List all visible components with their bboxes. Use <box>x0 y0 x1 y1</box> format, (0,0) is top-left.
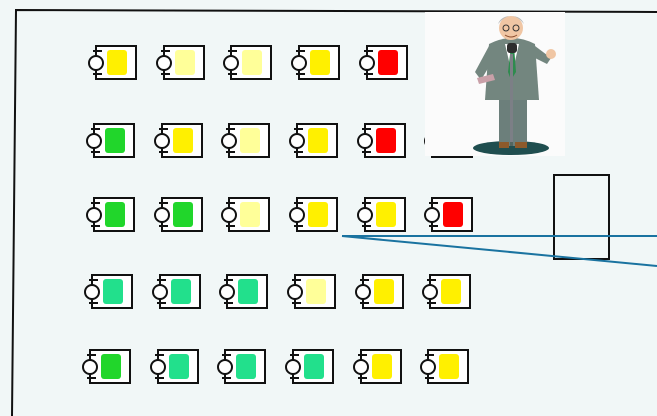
status-fill <box>173 202 193 227</box>
status-fill <box>308 128 328 153</box>
seat-r4-c2 <box>153 275 200 308</box>
chair-icon <box>421 360 435 374</box>
status-fill <box>378 50 398 75</box>
chair-icon <box>358 208 372 222</box>
status-fill <box>238 279 258 304</box>
chair-icon <box>290 208 304 222</box>
chair-icon <box>423 285 437 299</box>
status-fill <box>439 354 459 379</box>
status-fill <box>103 279 123 304</box>
chair-icon <box>157 56 171 70</box>
chair-icon <box>155 208 169 222</box>
seat-grid <box>83 46 474 383</box>
chair-icon <box>87 208 101 222</box>
status-fill <box>443 202 463 227</box>
projector-screen <box>554 175 609 259</box>
presenter-icon <box>465 14 565 156</box>
chair-icon <box>286 360 300 374</box>
status-fill <box>105 128 125 153</box>
seat-r5-c5 <box>354 350 401 383</box>
seat-r1-c3 <box>224 46 271 79</box>
seat-r1-c2 <box>157 46 204 79</box>
chair-icon <box>356 285 370 299</box>
seat-r3-c3 <box>222 198 269 231</box>
status-fill <box>306 279 326 304</box>
chair-icon <box>222 134 236 148</box>
chair-icon <box>218 360 232 374</box>
status-fill <box>240 202 260 227</box>
chair-icon <box>354 360 368 374</box>
seat-r1-c1 <box>89 46 136 79</box>
status-fill <box>173 128 193 153</box>
status-fill <box>240 128 260 153</box>
status-fill <box>175 50 195 75</box>
status-fill <box>376 128 396 153</box>
status-fill <box>105 202 125 227</box>
seat-r4-c5 <box>356 275 403 308</box>
chair-icon <box>288 285 302 299</box>
seat-r4-c4 <box>288 275 335 308</box>
seat-r1-c5 <box>360 46 407 79</box>
status-fill <box>171 279 191 304</box>
status-fill <box>441 279 461 304</box>
chair-icon <box>360 56 374 70</box>
status-fill <box>310 50 330 75</box>
seat-r5-c4 <box>286 350 333 383</box>
seat-r1-c4 <box>292 46 339 79</box>
status-fill <box>236 354 256 379</box>
status-fill <box>372 354 392 379</box>
chair-icon <box>85 285 99 299</box>
chair-icon <box>224 56 238 70</box>
status-fill <box>169 354 189 379</box>
seat-r2-c2 <box>155 124 202 157</box>
chair-icon <box>83 360 97 374</box>
chair-icon <box>153 285 167 299</box>
chair-icon <box>151 360 165 374</box>
seat-r5-c2 <box>151 350 198 383</box>
chair-icon <box>292 56 306 70</box>
chair-icon <box>87 134 101 148</box>
status-fill <box>242 50 262 75</box>
seat-r5-c1 <box>83 350 130 383</box>
chair-icon <box>155 134 169 148</box>
seat-r2-c4 <box>290 124 337 157</box>
status-fill <box>376 202 396 227</box>
seat-r3-c4 <box>290 198 337 231</box>
seat-r3-c6 <box>425 198 472 231</box>
seat-r5-c3 <box>218 350 265 383</box>
seat-r2-c3 <box>222 124 269 157</box>
status-fill <box>101 354 121 379</box>
seat-r5-c6 <box>421 350 468 383</box>
seat-r3-c5 <box>358 198 405 231</box>
chair-icon <box>290 134 304 148</box>
chair-icon <box>425 208 439 222</box>
status-fill <box>304 354 324 379</box>
chair-icon <box>358 134 372 148</box>
chair-icon <box>220 285 234 299</box>
seat-r4-c6 <box>423 275 470 308</box>
status-fill <box>107 50 127 75</box>
seat-r4-c3 <box>220 275 267 308</box>
chair-icon <box>222 208 236 222</box>
seat-r4-c1 <box>85 275 132 308</box>
seat-r3-c2 <box>155 198 202 231</box>
status-fill <box>308 202 328 227</box>
chair-icon <box>89 56 103 70</box>
seat-r2-c1 <box>87 124 134 157</box>
status-fill <box>374 279 394 304</box>
seat-r3-c1 <box>87 198 134 231</box>
seat-r2-c5 <box>358 124 405 157</box>
